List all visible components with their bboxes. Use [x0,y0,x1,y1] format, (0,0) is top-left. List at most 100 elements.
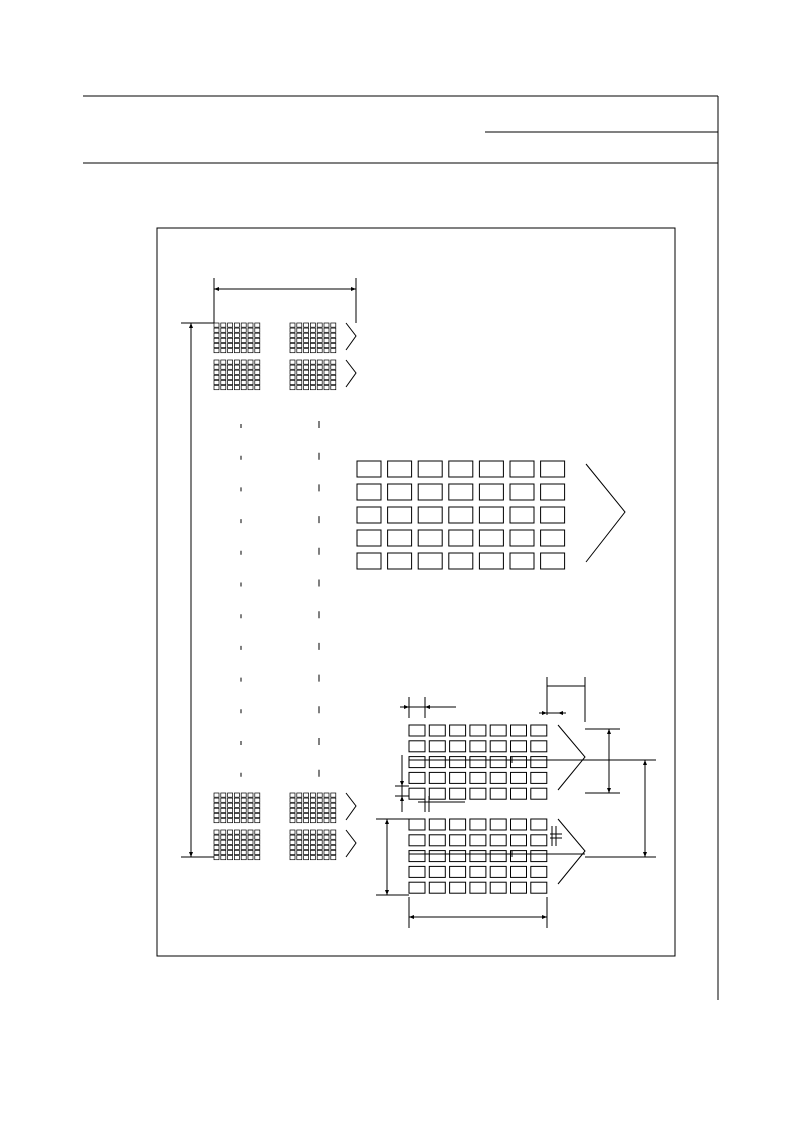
mini-cell [323,322,330,328]
dim-arrowhead [351,287,356,291]
detail-cell [489,881,507,894]
mini-cell [213,359,220,365]
detail-cell [489,756,507,769]
mini-cell [296,343,303,348]
detail-cell [428,881,446,894]
mini-cell [330,829,337,835]
enlarged-cell [478,529,504,547]
mini-cell [220,844,227,850]
mini-cell [227,369,233,375]
enlarged-cell [540,529,566,547]
mini-cell [310,797,316,803]
mini-cell [303,802,309,808]
detail-cell [530,771,548,784]
detail-cell [449,881,467,894]
mini-cell [316,374,323,380]
mini-cell [303,855,309,861]
mini-cell [254,797,261,803]
mini-cell [296,818,303,824]
detail-cell [530,724,548,737]
mini-cell [234,839,240,845]
detail-cell [510,756,527,769]
mini-cell [289,337,296,343]
mini-cell [296,364,303,370]
mini-cell [323,343,330,348]
mini-cell [227,802,233,808]
enlarged-cell [509,506,535,524]
mini-cell [234,385,240,391]
detail-view [376,677,656,928]
mini-cell [296,369,303,375]
mini-cell [303,332,309,338]
mini-cell [227,359,233,365]
mini-cell [296,332,303,338]
mini-cell [220,850,227,855]
mini-cell [213,337,220,343]
mini-cell [316,385,323,391]
mini-cell [220,364,227,370]
mini-cell [310,855,316,861]
mini-cell [254,839,261,845]
mini-cell [296,327,303,333]
mini-cell [303,829,309,835]
mini-cell [316,332,323,338]
mini-cell [296,829,303,835]
mini-cell [254,813,261,818]
enlarged-cell [540,552,566,570]
mini-cell [330,813,337,818]
mini-cell [303,364,309,370]
mini-cell [310,364,316,370]
mini-cell [213,343,220,348]
mini-cell [247,332,254,338]
mini-cell [234,374,240,380]
mini-cell [289,332,296,338]
mini-cell [247,364,254,370]
dim-arrowhead [542,915,547,919]
mini-cell [303,818,309,824]
mini-cell [247,359,254,365]
mini-cell [234,802,240,808]
mini-cell [240,359,247,365]
mini-cell [303,839,309,845]
mini-cell [310,322,316,328]
mini-cell [330,332,337,338]
dim-arrowhead [400,796,404,801]
mini-cell [303,385,309,391]
detail-cell [510,740,527,753]
detail-sense-amp-triangle [557,818,586,885]
enlarged-cell [478,483,504,501]
detail-cell [469,834,487,847]
mini-cell [227,850,233,855]
enlarged-cell [478,552,504,570]
mini-cell [213,855,220,861]
mini-sense-amp-triangle [345,792,357,821]
detail-cell [408,865,426,878]
mini-cell [247,348,254,354]
mini-cell [240,844,247,850]
mini-cell [213,332,220,338]
detail-cell [510,771,527,784]
dim-arrowhead [558,711,563,715]
mini-cell [296,813,303,818]
mini-cell [247,327,254,333]
mini-cell [213,369,220,375]
mini-cell [296,359,303,365]
mini-cell [254,807,261,813]
detail-cell [510,834,527,847]
enlarged-cell [417,506,443,524]
mini-cell [303,369,309,375]
mini-cell [220,322,227,328]
mini-cell [316,797,323,803]
mini-cell [220,332,227,338]
mini-cell-group [213,792,261,824]
mini-cell [303,348,309,354]
mini-cell [316,850,323,855]
mini-cell [296,855,303,861]
enlarged-cell [417,529,443,547]
mini-cell [247,343,254,348]
detail-cell [428,818,446,831]
detail-cell [510,724,527,737]
detail-cell [510,818,527,831]
mini-cell [323,337,330,343]
